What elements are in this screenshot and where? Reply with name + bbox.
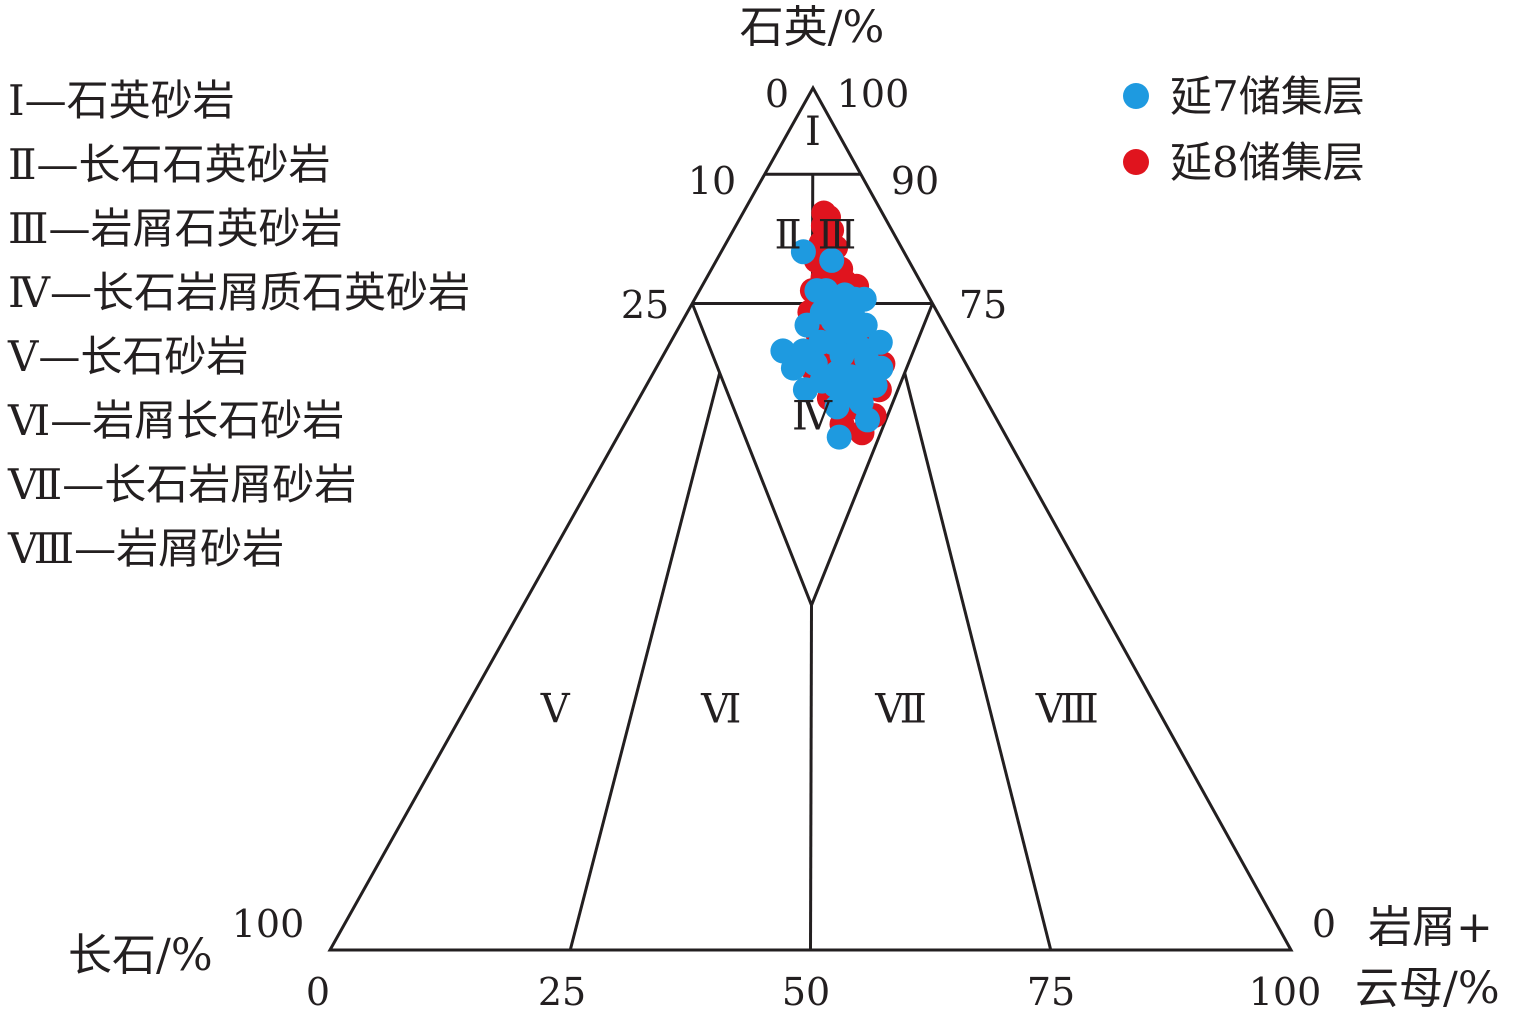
legend-marker-series-2 (1123, 149, 1149, 175)
axis-title-lithic-line1: 岩屑+ (1368, 902, 1493, 953)
left-tick-25: 25 (621, 283, 669, 327)
tick-labels: 0 100 10 90 25 75 100 0 0 25 50 75 100 (232, 72, 1336, 1012)
zone-legend: Ⅰ—石英砂岩 Ⅱ—长石石英砂岩 Ⅲ—岩屑石英砂岩 Ⅳ—长石岩屑质石英砂岩 Ⅴ—长石砂岩 Ⅵ… (7, 76, 470, 573)
zone-legend-viii: Ⅷ—岩屑砂岩 (7, 524, 284, 573)
axis-title-feldspar: 长石/% (68, 930, 213, 981)
data-points (770, 200, 896, 450)
data-point-series1-37 (855, 407, 880, 433)
axis-title-lithic-line2: 云母/% (1355, 963, 1500, 1012)
zone-label-v: Ⅴ (540, 687, 571, 733)
legend-label-series-2: 延8储集层 (1170, 138, 1365, 187)
boundary-mid-lower (809, 605, 813, 951)
left-tick-10: 10 (688, 159, 736, 203)
legend-marker-series-1 (1123, 83, 1149, 109)
data-point-series1-2 (819, 247, 845, 273)
zone-legend-vii: Ⅶ—长石岩屑砂岩 (7, 460, 356, 509)
axis-title-quartz: 石英/% (740, 2, 885, 53)
apex-bottom-left-label: 100 (232, 902, 305, 946)
apex-top-left-label: 0 (765, 72, 789, 116)
data-point-series1-16 (867, 329, 893, 355)
data-point-series1-14 (794, 312, 820, 338)
zone-label-iv: Ⅳ (792, 394, 833, 440)
zone-legend-iv: Ⅳ—长石岩屑质石英砂岩 (8, 268, 470, 317)
legend-label-series-1: 延7储集层 (1170, 72, 1365, 121)
bottom-tick-75: 75 (1027, 970, 1075, 1012)
apex-bottom-right-label: 0 (1312, 902, 1336, 946)
bottom-tick-100: 100 (1249, 970, 1322, 1012)
zone-legend-iii: Ⅲ—岩屑石英砂岩 (8, 204, 343, 253)
zone-legend-i: Ⅰ—石英砂岩 (8, 76, 235, 125)
data-point-series1-38 (826, 424, 852, 450)
bottom-tick-25: 25 (538, 970, 586, 1012)
zone-legend-vi: Ⅵ—岩屑长石砂岩 (7, 396, 344, 445)
data-point-series1-36 (824, 394, 850, 420)
right-tick-75: 75 (959, 283, 1007, 327)
zone-label-vii: Ⅶ (874, 687, 927, 733)
apex-top-right-label: 100 (837, 72, 910, 116)
series-1-points (770, 239, 894, 450)
data-point-series1-33 (792, 377, 818, 403)
zone-label-i: Ⅰ (805, 109, 821, 155)
bottom-tick-50: 50 (782, 970, 830, 1012)
data-point-series1-1 (790, 239, 816, 265)
zone-label-iii: Ⅲ (818, 213, 857, 259)
boundary-ratio-75 (903, 372, 1053, 951)
axis-titles: 石英/% 长石/% 岩屑+ 云母/% (68, 2, 1500, 1012)
boundary-ratio-25 (568, 372, 722, 951)
data-point-series1-26 (780, 355, 806, 381)
zone-label-vi: Ⅵ (700, 687, 741, 733)
zone-label-ii: Ⅱ (775, 213, 802, 259)
bottom-tick-0: 0 (306, 970, 330, 1012)
zone-legend-ii: Ⅱ—长石石英砂岩 (8, 140, 331, 189)
zone-label-viii: Ⅷ (1035, 687, 1099, 733)
zone-legend-v: Ⅴ—长石砂岩 (7, 332, 248, 381)
right-tick-90: 90 (891, 159, 939, 203)
data-point-series1-32 (862, 372, 888, 398)
boundary-zone-iv (690, 302, 934, 610)
ternary-frame (327, 84, 1294, 952)
data-point-series1-13 (852, 312, 878, 338)
